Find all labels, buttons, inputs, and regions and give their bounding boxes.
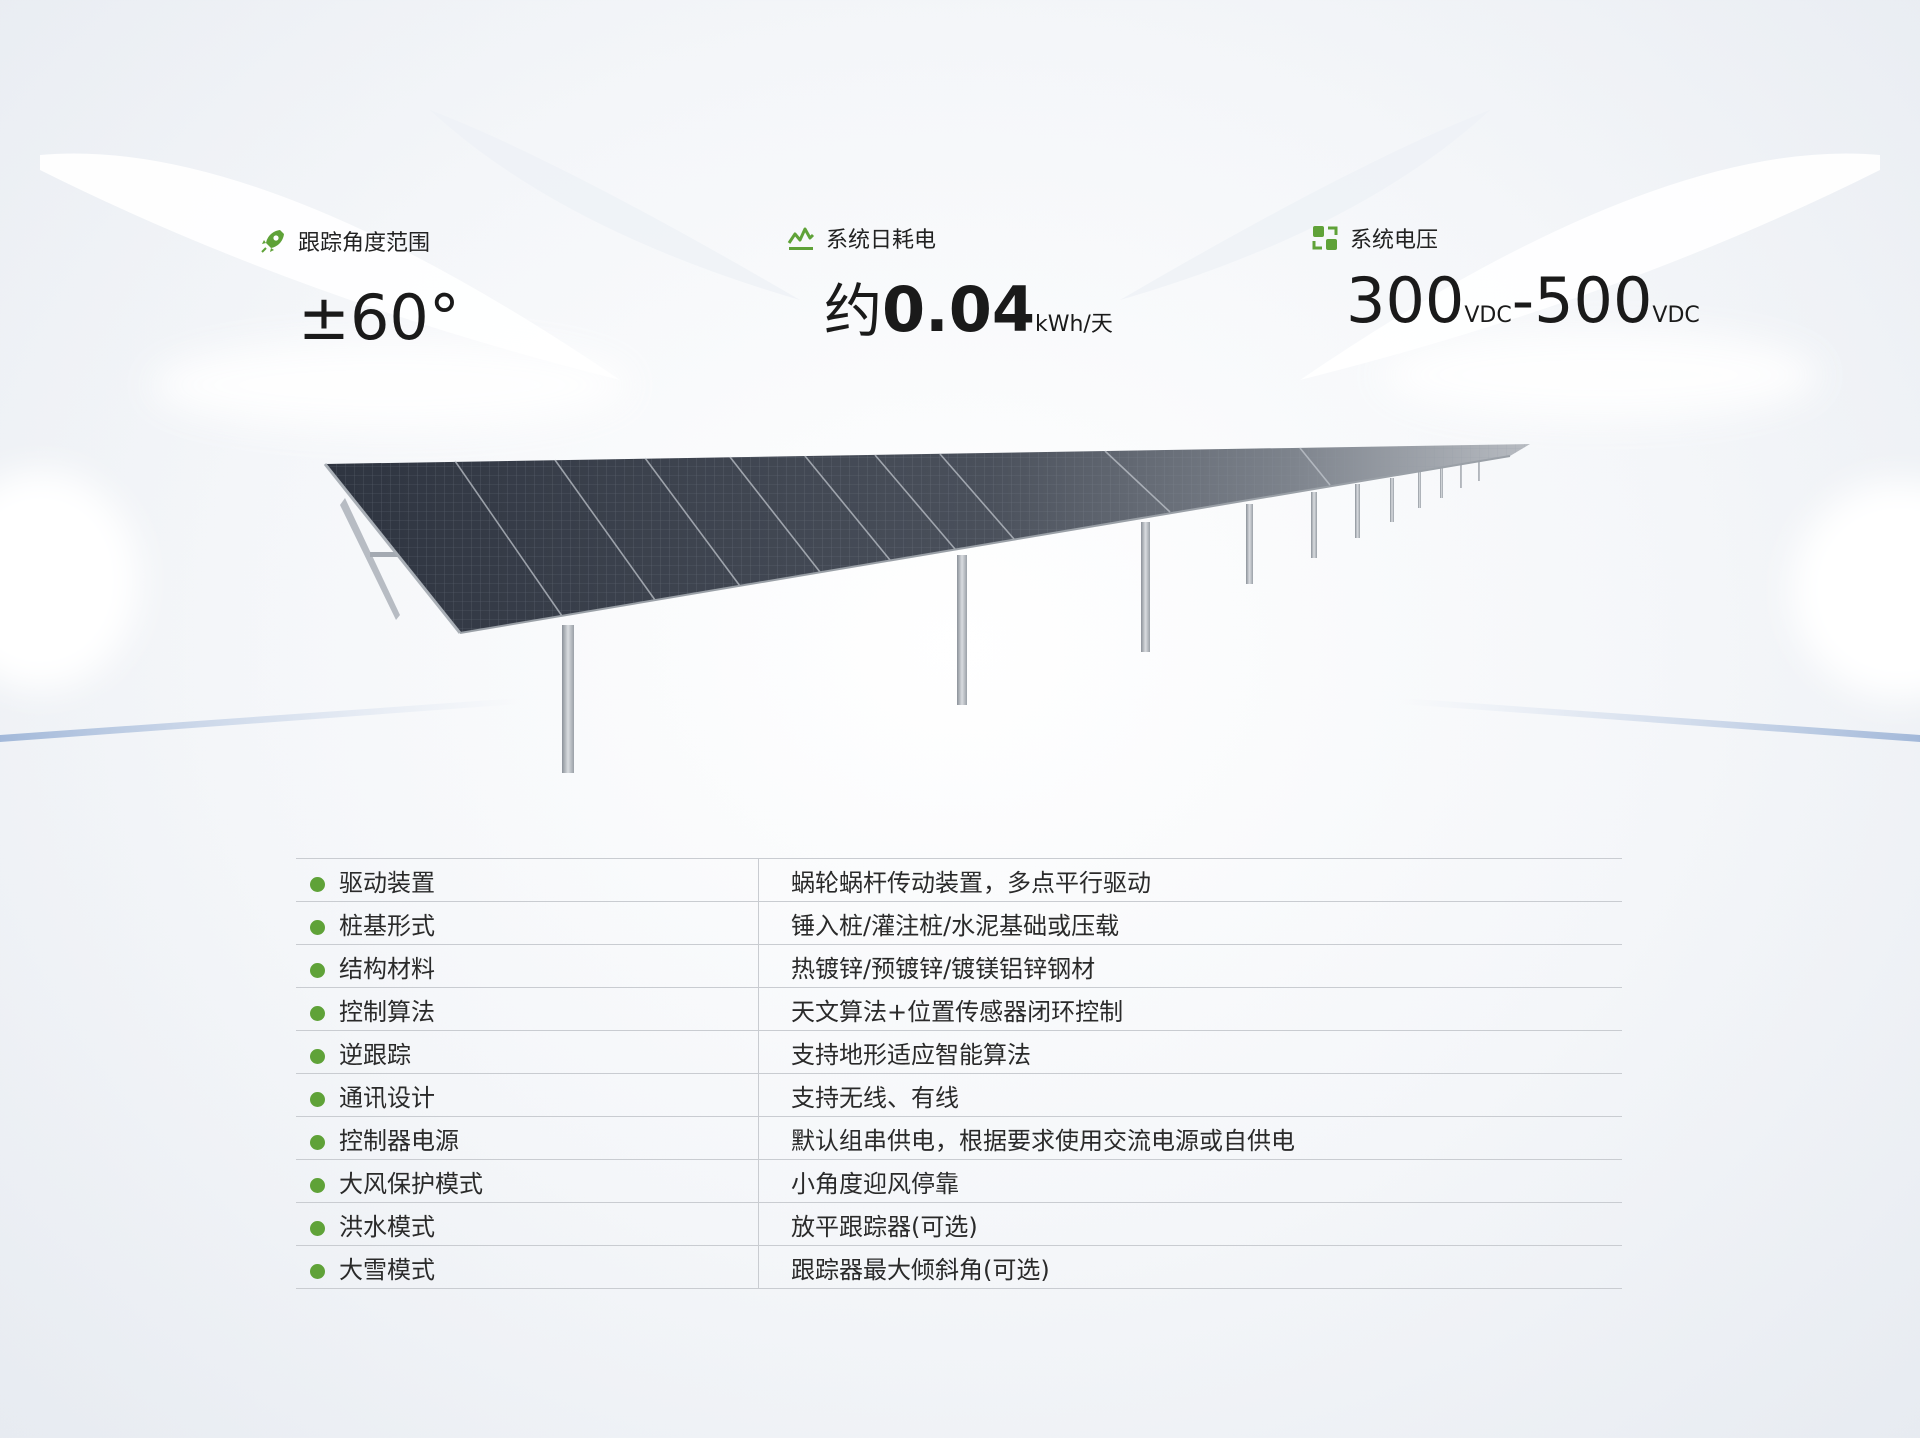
spec-key-cell: 逆跟踪	[296, 1030, 759, 1074]
spec-value: 热镀锌/预镀锌/镀镁铝锌钢材	[791, 954, 1096, 983]
stat-tracking-angle: 跟踪角度范围 ±60°	[258, 225, 460, 354]
support-post	[957, 555, 967, 705]
spec-key: 大风保护模式	[339, 1169, 483, 1198]
spec-key: 大雪模式	[339, 1255, 435, 1284]
stat-voltage-min: 300	[1346, 264, 1465, 337]
stat-voltage-unit-max: VDC	[1652, 303, 1700, 328]
spec-value-cell: 默认组串供电，根据要求使用交流电源或自供电	[758, 1116, 1622, 1160]
left-glow	[0, 470, 140, 690]
spec-key-cell: 结构材料	[296, 944, 759, 988]
support-post	[1246, 504, 1253, 584]
stat-power-label: 系统日耗电	[826, 228, 937, 253]
solar-tracker-illustration	[323, 444, 1530, 773]
spec-value: 放平跟踪器(可选)	[791, 1212, 978, 1241]
bullet-dot-icon	[310, 1263, 325, 1279]
support-post	[1460, 464, 1462, 488]
spec-row: 桩基形式 锤入桩/灌注桩/水泥基础或压载	[296, 901, 1622, 945]
bullet-dot-icon	[310, 919, 325, 935]
spec-row: 逆跟踪 支持地形适应智能算法	[296, 1030, 1622, 1074]
stat-power-prefix: 约	[824, 277, 883, 345]
support-post	[1440, 468, 1443, 498]
spec-value: 默认组串供电，根据要求使用交流电源或自供电	[791, 1126, 1295, 1155]
spec-key-cell: 控制算法	[296, 987, 759, 1031]
support-post	[1418, 472, 1421, 508]
spec-row: 控制算法 天文算法+位置传感器闭环控制	[296, 987, 1622, 1031]
spec-key: 控制器电源	[339, 1126, 459, 1155]
spec-key: 桩基形式	[339, 911, 435, 940]
spec-key: 通讯设计	[339, 1083, 435, 1112]
bullet-dot-icon	[310, 1005, 325, 1021]
spec-value-cell: 放平跟踪器(可选)	[758, 1202, 1622, 1246]
stat-voltage-unit-min: VDC	[1464, 303, 1512, 328]
spec-row: 结构材料 热镀锌/预镀锌/镀镁铝锌钢材	[296, 944, 1622, 988]
spec-value: 锤入桩/灌注桩/水泥基础或压载	[791, 911, 1120, 940]
bullet-dot-icon	[310, 876, 325, 892]
spec-row: 通讯设计 支持无线、有线	[296, 1073, 1622, 1117]
spec-value: 天文算法+位置传感器闭环控制	[791, 997, 1124, 1026]
rocket-icon	[261, 230, 284, 253]
support-post	[1478, 461, 1480, 481]
spec-row: 大雪模式 跟踪器最大倾斜角(可选)	[296, 1245, 1622, 1289]
bullet-dot-icon	[310, 1177, 325, 1193]
spec-key: 控制算法	[339, 997, 435, 1026]
stat-system-voltage: 系统电压 300VDC-500VDC	[1310, 222, 1700, 337]
spec-value-cell: 天文算法+位置传感器闭环控制	[758, 987, 1622, 1031]
stat-voltage-sep: -	[1511, 264, 1535, 337]
support-post	[1141, 522, 1150, 652]
spec-key-cell: 桩基形式	[296, 901, 759, 945]
spec-key: 结构材料	[339, 954, 435, 983]
spec-value-cell: 小角度迎风停靠	[758, 1159, 1622, 1203]
spec-key: 洪水模式	[339, 1212, 435, 1241]
spec-key: 驱动装置	[339, 868, 435, 897]
stat-voltage-label: 系统电压	[1350, 228, 1439, 253]
support-post	[1311, 492, 1317, 558]
support-post	[562, 625, 574, 773]
spec-key-cell: 控制器电源	[296, 1116, 759, 1160]
spec-value: 支持无线、有线	[791, 1083, 959, 1112]
spec-value: 跟踪器最大倾斜角(可选)	[791, 1255, 1050, 1284]
spec-value: 支持地形适应智能算法	[791, 1040, 1031, 1069]
bullet-dot-icon	[310, 1091, 325, 1107]
spec-value-cell: 锤入桩/灌注桩/水泥基础或压载	[758, 901, 1622, 945]
spec-row: 大风保护模式 小角度迎风停靠	[296, 1159, 1622, 1203]
stat-angle-value: ±60°	[298, 281, 460, 354]
stat-angle-label: 跟踪角度范围	[298, 231, 431, 256]
spec-key-cell: 大雪模式	[296, 1245, 759, 1289]
spec-value: 小角度迎风停靠	[791, 1169, 959, 1198]
stat-power-value: 0.04	[882, 273, 1035, 346]
spec-key-cell: 洪水模式	[296, 1202, 759, 1246]
spec-row: 控制器电源 默认组串供电，根据要求使用交流电源或自供电	[296, 1116, 1622, 1160]
right-glow	[1790, 480, 1920, 700]
spec-value-cell: 热镀锌/预镀锌/镀镁铝锌钢材	[758, 944, 1622, 988]
center-top-glow-right	[1380, 330, 1820, 420]
spec-value-cell: 蜗轮蜗杆传动装置，多点平行驱动	[758, 858, 1622, 902]
bullet-dot-icon	[310, 962, 325, 978]
support-post	[1355, 484, 1360, 538]
support-post	[1390, 478, 1394, 522]
spec-row: 驱动装置 蜗轮蜗杆传动装置，多点平行驱动	[296, 858, 1622, 902]
line-chart-icon	[787, 227, 815, 250]
spec-value: 蜗轮蜗杆传动装置，多点平行驱动	[791, 868, 1151, 897]
spec-key-cell: 驱动装置	[296, 858, 759, 902]
spec-key-cell: 大风保护模式	[296, 1159, 759, 1203]
stat-power-unit: kWh/天	[1035, 312, 1113, 337]
swap-icon	[1312, 226, 1338, 250]
spec-key-cell: 通讯设计	[296, 1073, 759, 1117]
stat-daily-consumption: 系统日耗电 约0.04kWh/天	[786, 222, 1113, 348]
bullet-dot-icon	[310, 1048, 325, 1064]
spec-key: 逆跟踪	[339, 1040, 411, 1069]
bullet-dot-icon	[310, 1134, 325, 1150]
spec-value-cell: 支持地形适应智能算法	[758, 1030, 1622, 1074]
spec-value-cell: 支持无线、有线	[758, 1073, 1622, 1117]
stat-voltage-max: 500	[1534, 264, 1653, 337]
spec-value-cell: 跟踪器最大倾斜角(可选)	[758, 1245, 1622, 1289]
spec-table: 驱动装置 蜗轮蜗杆传动装置，多点平行驱动桩基形式 锤入桩/灌注桩/水泥基础或压载结构…	[296, 858, 1622, 1289]
bullet-dot-icon	[310, 1220, 325, 1236]
spec-row: 洪水模式 放平跟踪器(可选)	[296, 1202, 1622, 1246]
